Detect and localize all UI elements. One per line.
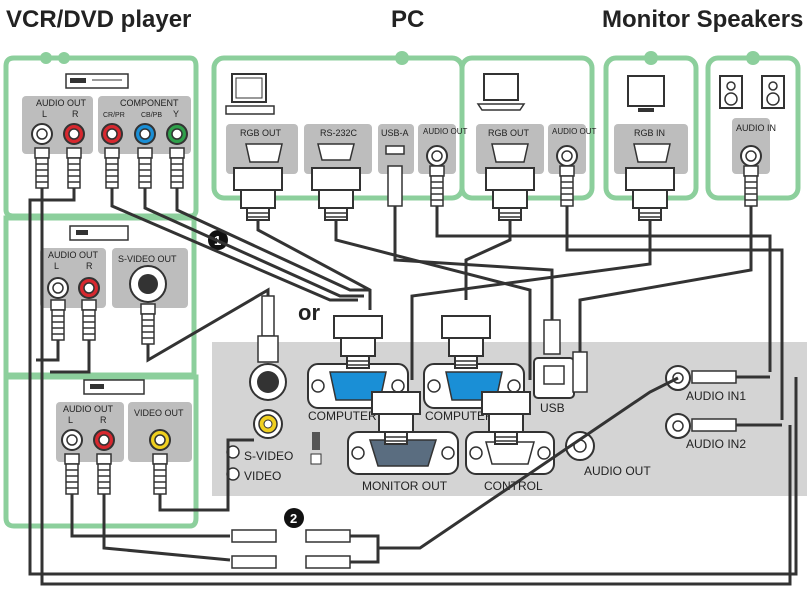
monitor-rgb-in-label: RGB IN bbox=[634, 128, 665, 138]
audio-in2-label: AUDIO IN2 bbox=[686, 437, 746, 451]
g1-cr-label: CR/PR bbox=[103, 112, 125, 119]
marker-2: 2 bbox=[284, 508, 304, 528]
g1-component-label: COMPONENT bbox=[120, 98, 179, 108]
pc-header: PC bbox=[391, 6, 425, 33]
speakers-audio-label: AUDIO IN bbox=[736, 123, 776, 133]
svg-text:2: 2 bbox=[290, 511, 297, 526]
audio-in1-label: AUDIO IN1 bbox=[686, 389, 746, 403]
g3-video-jack bbox=[149, 429, 171, 451]
laptop-icon bbox=[476, 73, 526, 111]
usb-label: USB bbox=[540, 401, 565, 415]
video-jack bbox=[253, 409, 283, 439]
speakers-panel: AUDIO IN bbox=[705, 51, 801, 207]
g2-audio-r-jack bbox=[78, 277, 100, 299]
g2-audio-out-label: AUDIO OUT bbox=[48, 250, 99, 260]
pc-audio-jack-1 bbox=[426, 145, 448, 167]
pc-vga-port-1 bbox=[245, 143, 283, 163]
usb-port bbox=[533, 357, 575, 399]
vcr-dvd-header: VCR/DVD player bbox=[6, 6, 192, 33]
g1-y-label: Y bbox=[173, 109, 179, 119]
dvd-device-icon bbox=[69, 225, 129, 241]
monitor-panel: RGB IN bbox=[603, 51, 699, 221]
pc-rgb-out-1-label: RGB OUT bbox=[240, 128, 282, 138]
pc-audio-out-2-label: AUDIO OUT bbox=[552, 127, 597, 136]
vcr-dvd-panel: AUDIO OUT L R COMPONENT CR/PR CB/PB Y AU… bbox=[3, 52, 199, 529]
pc-rgb-out-2-label: RGB OUT bbox=[488, 128, 530, 138]
monitor-out-port bbox=[347, 431, 459, 475]
pc-usb-port bbox=[385, 145, 405, 155]
audio-in2-jack bbox=[665, 413, 691, 439]
speakers-icon bbox=[719, 75, 785, 109]
speakers-audio-jack bbox=[740, 145, 762, 167]
security-slot-icon bbox=[312, 432, 320, 450]
g1-y-jack bbox=[166, 123, 188, 145]
pc-vga-port-2 bbox=[491, 143, 529, 163]
monitor-out-label: MONITOR OUT bbox=[362, 479, 448, 493]
cables bbox=[28, 188, 798, 586]
pc-panel: RGB OUT RS-232C USB-A AUDIO OUT RGB OUT … bbox=[211, 51, 597, 221]
g1-cr-jack bbox=[101, 123, 123, 145]
g1-cb-label: CB/PB bbox=[141, 112, 162, 119]
g3-audio-l-jack bbox=[61, 429, 83, 451]
g1-l-label: L bbox=[42, 109, 47, 119]
g1-audio-r-jack bbox=[63, 123, 85, 145]
vcr2-device-icon bbox=[83, 379, 145, 395]
g2-svideo-jack bbox=[129, 265, 167, 303]
g3-audio-out-label: AUDIO OUT bbox=[63, 404, 114, 414]
g2-r-label: R bbox=[86, 261, 93, 271]
pc-rs232c-label: RS-232C bbox=[320, 128, 358, 138]
vcr-device-icon bbox=[65, 73, 129, 89]
g1-audio-l-jack bbox=[31, 123, 53, 145]
g1-cb-jack bbox=[134, 123, 156, 145]
monitor-speakers-header: Monitor Speakers bbox=[602, 6, 804, 33]
g3-audio-r-jack bbox=[93, 429, 115, 451]
g1-r-label: R bbox=[72, 109, 79, 119]
desktop-pc-icon bbox=[225, 73, 275, 115]
pc-usb-a-label: USB-A bbox=[381, 128, 409, 138]
or-label: or bbox=[298, 300, 320, 325]
audio-out-label: AUDIO OUT bbox=[584, 464, 651, 478]
s-video-label: S-VIDEO bbox=[244, 449, 293, 463]
g3-l-label: L bbox=[68, 415, 73, 425]
video-label: VIDEO bbox=[244, 469, 281, 483]
g1-audio-out-label: AUDIO OUT bbox=[36, 98, 87, 108]
monitor-icon bbox=[627, 75, 665, 112]
g2-audio-l-jack bbox=[47, 277, 69, 299]
pc-serial-port bbox=[317, 143, 355, 161]
g2-l-label: L bbox=[54, 261, 59, 271]
pc-audio-out-1-label: AUDIO OUT bbox=[423, 127, 468, 136]
g3-r-label: R bbox=[100, 415, 107, 425]
pc-audio-jack-2 bbox=[556, 145, 578, 167]
kensington-lock-icon bbox=[310, 453, 322, 465]
s-video-jack bbox=[249, 363, 287, 401]
g2-svideo-out-label: S-VIDEO OUT bbox=[118, 254, 177, 264]
g3-video-out-label: VIDEO OUT bbox=[134, 408, 184, 418]
